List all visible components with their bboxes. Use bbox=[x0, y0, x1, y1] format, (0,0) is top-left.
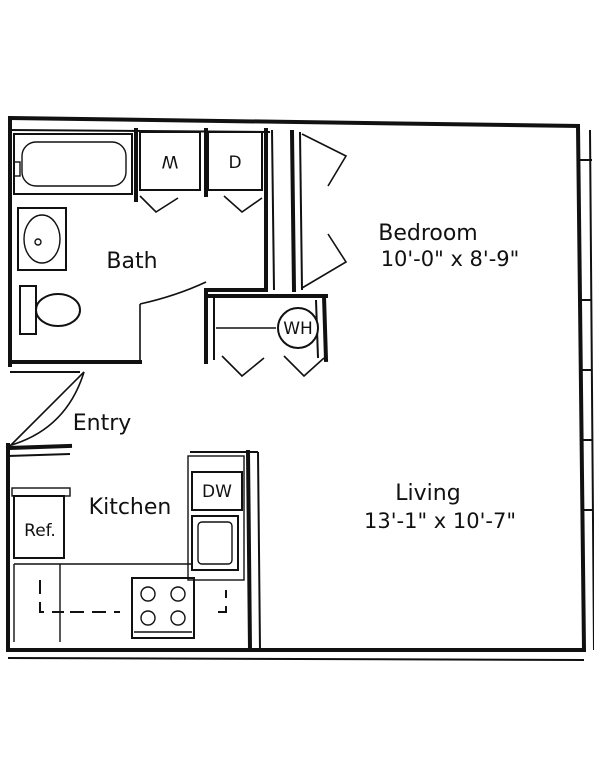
kitchen-cabinets bbox=[187, 455, 245, 581]
entry-name: Entry bbox=[73, 411, 132, 436]
dryer-label: D bbox=[228, 153, 241, 173]
laundry-doors bbox=[139, 195, 263, 214]
refrigerator: Ref. bbox=[11, 487, 71, 559]
water-heater-label: WH bbox=[283, 319, 313, 339]
stove bbox=[131, 577, 195, 639]
bedroom-closet-doors bbox=[301, 133, 348, 289]
refrigerator-label: Ref. bbox=[24, 521, 56, 541]
living-dimensions: 13'-1" x 10'-7" bbox=[364, 509, 516, 533]
dishwasher-label: DW bbox=[202, 482, 232, 502]
bedroom-dimensions: 10'-0" x 8'-9" bbox=[381, 247, 520, 271]
dryer: D bbox=[207, 131, 263, 191]
washer-label: W bbox=[161, 151, 178, 171]
living-name: Living bbox=[395, 481, 460, 506]
bedroom-name: Bedroom bbox=[378, 221, 478, 246]
water-heater: WH bbox=[216, 307, 325, 378]
washer: W bbox=[139, 131, 201, 191]
bathtub bbox=[13, 133, 133, 195]
counter bbox=[13, 563, 227, 642]
exterior-walls bbox=[6, 115, 594, 661]
bath-name: Bath bbox=[106, 249, 157, 274]
dishwasher: DW bbox=[191, 471, 243, 511]
toilet bbox=[19, 285, 81, 335]
bathroom-sink bbox=[17, 207, 67, 271]
kitchen-name: Kitchen bbox=[89, 495, 172, 520]
bath-door bbox=[139, 281, 207, 362]
entry-door bbox=[7, 371, 85, 447]
kitchen-sink bbox=[191, 515, 239, 571]
